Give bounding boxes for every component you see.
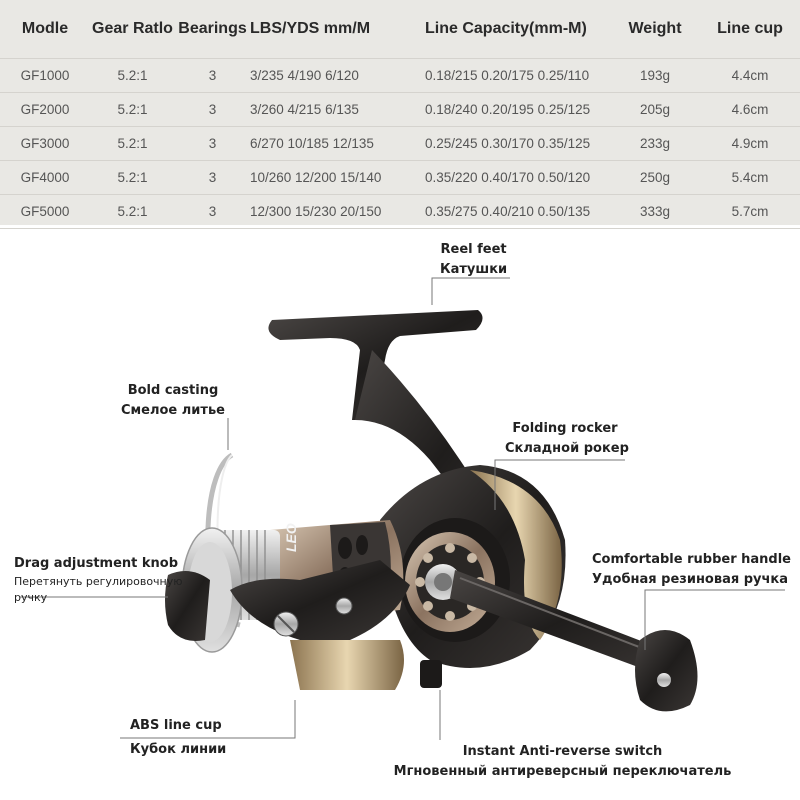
header-gear-ratio: Gear Ratlo xyxy=(92,20,173,37)
callout-folding-rocker: Folding rocker Складной рокер xyxy=(505,419,629,459)
cell-weight: 333g xyxy=(610,194,700,229)
callout-anti-reverse-ru: Мгновенный антиреверсный переключатель xyxy=(393,764,732,779)
gold-side-panel xyxy=(470,470,562,640)
cell-model: GF3000 xyxy=(0,126,90,161)
callout-bold-casting-en: Bold casting xyxy=(127,383,219,398)
leader-reel-feet xyxy=(431,277,510,305)
callout-reel-feet-en: Reel feet xyxy=(440,242,507,257)
callout-reel-feet-ru: Катушки xyxy=(440,262,508,277)
cell-line-cup: 4.9cm xyxy=(700,126,800,161)
cell-gear-ratio: 5.2:1 xyxy=(90,194,175,229)
header-bearings: Bearings xyxy=(178,20,247,37)
cell-weight: 193g xyxy=(610,58,700,93)
cell-lbs-yds: 3/260 4/215 6/135 xyxy=(250,92,405,127)
leader-rubber-handle xyxy=(644,589,785,650)
cell-lbs-yds: 12/300 15/230 20/150 xyxy=(250,194,405,229)
cell-line-cup: 5.4cm xyxy=(700,160,800,195)
cell-lbs-yds: 6/270 10/185 12/135 xyxy=(250,126,405,161)
handle-arm xyxy=(450,570,665,675)
cell-weight: 250g xyxy=(610,160,700,195)
header-weight: Weight xyxy=(628,20,682,37)
drag-knob xyxy=(165,571,210,641)
cell-model: GF5000 xyxy=(0,194,90,229)
cell-model: GF2000 xyxy=(0,92,90,127)
callout-bold-casting-ru: Смелое литье xyxy=(121,403,225,418)
cell-lbs-yds: 10/260 12/200 15/140 xyxy=(250,160,405,195)
callout-drag-knob-ru-1: Перетянуть регулировочную xyxy=(14,575,183,588)
abs-line-cup xyxy=(290,640,404,690)
cell-bearings: 3 xyxy=(175,194,250,229)
anti-reverse-switch xyxy=(420,660,442,688)
callout-drag-knob: Drag adjustment knob Перетянуть регулиро… xyxy=(14,554,183,606)
header-line-capacity: Line Capacity(mm-M) xyxy=(425,20,587,37)
callout-drag-knob-ru-2: ручку xyxy=(14,591,48,604)
cell-weight: 205g xyxy=(610,92,700,127)
callout-anti-reverse-en: Instant Anti-reverse switch xyxy=(462,744,663,759)
cell-weight: 233g xyxy=(610,126,700,161)
cell-line-capacity: 0.35/275 0.40/210 0.50/135 xyxy=(405,194,610,229)
cell-gear-ratio: 5.2:1 xyxy=(90,126,175,161)
spec-table: Modle Gear Ratlo Bearings LBS/YDS mm/M L… xyxy=(0,0,800,229)
callout-drag-knob-en: Drag adjustment knob xyxy=(14,556,179,571)
leader-abs-cup xyxy=(120,700,296,739)
spinning-reel-illustration: LEO xyxy=(20,277,785,740)
header-line-cup: Line cup xyxy=(717,20,783,37)
cell-model: GF1000 xyxy=(0,58,90,93)
cell-gear-ratio: 5.2:1 xyxy=(90,58,175,93)
rubber-handle-knob xyxy=(635,630,698,712)
cell-bearings: 3 xyxy=(175,92,250,127)
callout-bold-casting: Bold casting Смелое литье xyxy=(118,381,228,421)
callout-folding-rocker-en: Folding rocker xyxy=(512,421,618,436)
cell-line-cup: 4.4cm xyxy=(700,58,800,93)
cell-line-capacity: 0.25/245 0.30/170 0.35/125 xyxy=(405,126,610,161)
cell-line-capacity: 0.18/215 0.20/175 0.25/110 xyxy=(405,58,610,93)
cell-line-capacity: 0.18/240 0.20/195 0.25/125 xyxy=(405,92,610,127)
spec-header-row: Modle Gear Ratlo Bearings LBS/YDS mm/M L… xyxy=(0,0,800,59)
callout-folding-rocker-ru: Складной рокер xyxy=(505,441,629,456)
reel-body-label: LEO xyxy=(283,523,299,552)
callout-anti-reverse: Instant Anti-reverse switch Мгновенный а… xyxy=(390,742,735,782)
header-lbs-yds: LBS/YDS mm/M xyxy=(250,20,371,37)
cell-line-cup: 5.7cm xyxy=(700,194,800,229)
leader-folding-rocker xyxy=(494,459,625,510)
cell-gear-ratio: 5.2:1 xyxy=(90,160,175,195)
callout-rubber-handle-en: Comfortable rubber handle xyxy=(592,552,791,567)
spec-table-panel: Modle Gear Ratlo Bearings LBS/YDS mm/M L… xyxy=(0,0,800,229)
cell-lbs-yds: 3/235 4/190 6/120 xyxy=(250,58,405,93)
cell-gear-ratio: 5.2:1 xyxy=(90,92,175,127)
callout-abs-cup: ABS line cup Кубок линии xyxy=(130,716,226,760)
cell-line-capacity: 0.35/220 0.40/170 0.50/120 xyxy=(405,160,610,195)
header-model: Modle xyxy=(21,20,69,37)
cell-bearings: 3 xyxy=(175,58,250,93)
callout-abs-cup-en: ABS line cup xyxy=(130,718,222,733)
callout-abs-cup-ru: Кубок линии xyxy=(130,742,227,757)
callout-rubber-handle-ru: Удобная резиновая ручка xyxy=(592,572,789,587)
callout-reel-feet: Reel feet Катушки xyxy=(440,240,507,280)
cell-line-cup: 4.6cm xyxy=(700,92,800,127)
cell-model: GF4000 xyxy=(0,160,90,195)
cell-bearings: 3 xyxy=(175,160,250,195)
callout-rubber-handle: Comfortable rubber handle Удобная резино… xyxy=(592,550,791,590)
cell-bearings: 3 xyxy=(175,126,250,161)
